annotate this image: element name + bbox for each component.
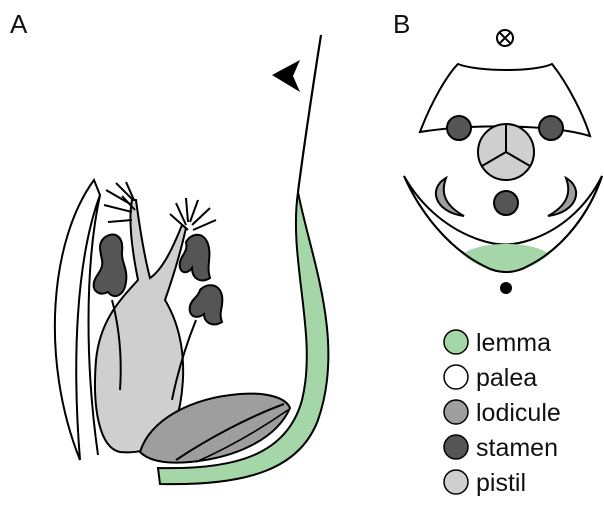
lodicule-diagram-right <box>548 178 576 216</box>
lemma-diagram-green-tip <box>462 244 550 272</box>
legend: lemma palea lodicule stamen pistil <box>444 329 561 497</box>
stamen-anther-right-bottom <box>190 285 223 324</box>
awn <box>298 35 321 192</box>
stamen-diagram-bottom <box>494 191 518 215</box>
legend-label-lemma: lemma <box>476 329 551 357</box>
legend-swatch-pistil <box>444 470 468 494</box>
panel-a-label: A <box>10 9 28 39</box>
stamen-diagram-left <box>447 116 471 140</box>
legend-item-lemma: lemma <box>444 329 551 357</box>
legend-item-lodicule: lodicule <box>444 399 561 427</box>
legend-swatch-lodicule <box>444 400 468 424</box>
stamen-diagram-right <box>539 116 563 140</box>
legend-swatch-stamen <box>444 435 468 459</box>
legend-swatch-palea <box>444 365 468 389</box>
lodicule-diagram-left <box>436 178 464 216</box>
legend-item-palea: palea <box>444 364 537 392</box>
legend-label-pistil: pistil <box>476 469 526 497</box>
stamen-anther-left <box>94 234 127 296</box>
panel-a: A <box>10 9 328 484</box>
pistil-diagram <box>478 124 534 180</box>
legend-label-lodicule: lodicule <box>476 399 561 427</box>
stamen-anther-right-top <box>180 235 210 281</box>
circle-cross-icon <box>497 30 513 46</box>
legend-label-palea: palea <box>476 364 537 392</box>
black-dot-icon <box>500 282 512 294</box>
legend-swatch-lemma <box>444 330 468 354</box>
legend-item-stamen: stamen <box>444 434 558 462</box>
arrowhead-icon <box>272 60 300 92</box>
legend-item-pistil: pistil <box>444 469 526 497</box>
legend-label-stamen: stamen <box>476 434 558 462</box>
stigma-right <box>170 198 216 230</box>
panel-b: B lemma <box>393 9 602 497</box>
panel-b-label: B <box>393 9 410 39</box>
